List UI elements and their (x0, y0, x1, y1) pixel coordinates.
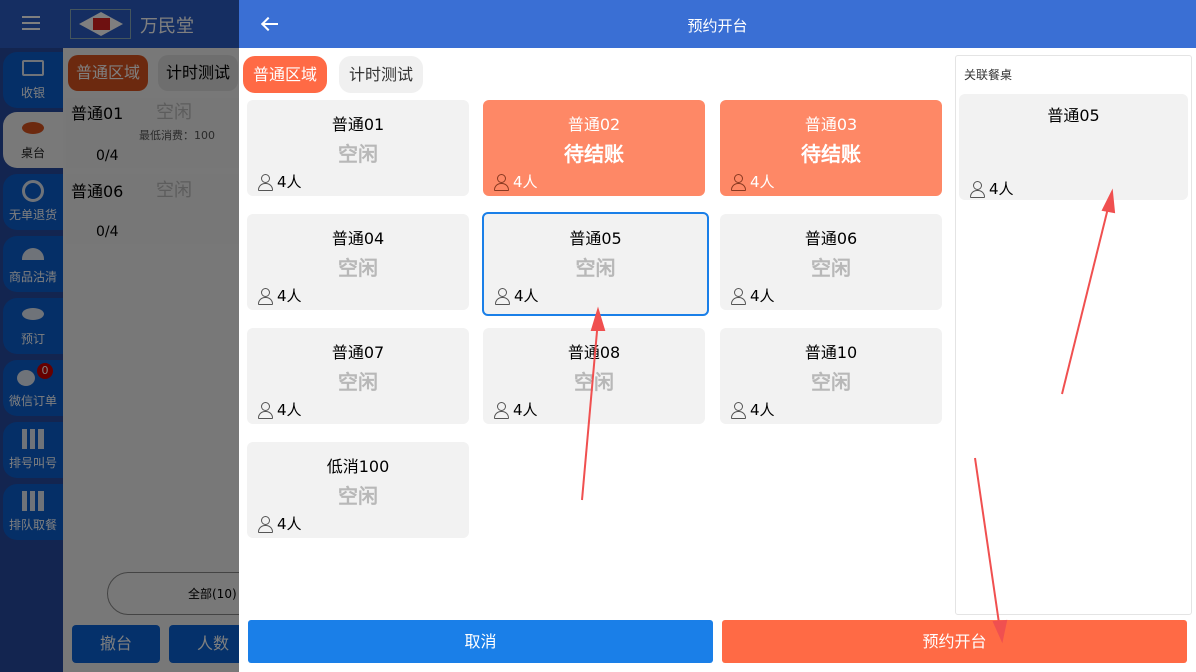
person-icon (493, 401, 509, 419)
linked-tables-panel: 关联餐桌 普通05 4人 (955, 55, 1192, 615)
person-icon (730, 401, 746, 419)
capacity: 4人 (494, 285, 539, 306)
dialog-title: 预约开台 (687, 17, 748, 35)
table-status: 空闲 (811, 370, 851, 394)
linked-tables-label: 关联餐桌 (964, 68, 1013, 82)
capacity-text: 4人 (750, 401, 775, 419)
table-name: 普通08 (567, 343, 621, 362)
capacity-text: 4人 (277, 287, 302, 305)
person-icon (730, 287, 746, 305)
cancel-button[interactable]: 取消 (248, 620, 713, 663)
table-status: 空闲 (338, 142, 378, 166)
capacity-text: 4人 (750, 287, 775, 305)
person-icon (730, 173, 746, 191)
reserve-open-dialog: 预约开台 普通区域 计时测试 普通01 空闲 4人普通02 待结账 4人普通03… (239, 0, 1196, 672)
table-status: 空闲 (338, 484, 378, 508)
table-card[interactable]: 普通06 空闲 4人 (720, 214, 942, 310)
capacity: 4人 (730, 285, 775, 306)
table-card[interactable]: 低消100 空闲 4人 (247, 442, 469, 538)
capacity-text: 4人 (514, 287, 539, 305)
table-card[interactable]: 普通10 空闲 4人 (720, 328, 942, 424)
capacity: 4人 (257, 171, 302, 192)
table-name: 普通07 (331, 343, 385, 362)
capacity-text: 4人 (277, 515, 302, 533)
table-status: 空闲 (575, 256, 616, 280)
tab-timed-test[interactable]: 计时测试 (339, 56, 424, 93)
capacity: 4人 (257, 399, 302, 420)
capacity: 4人 (493, 171, 538, 192)
person-icon (969, 180, 985, 198)
tab-normal-area[interactable]: 普通区域 (243, 56, 328, 93)
capacity-text: 4人 (277, 401, 302, 419)
back-arrow-icon[interactable] (261, 16, 279, 32)
table-status: 空闲 (338, 370, 378, 394)
table-name: 普通04 (331, 229, 385, 248)
person-icon (257, 173, 273, 191)
table-card[interactable]: 普通05 空闲 4人 (482, 212, 709, 316)
person-icon (493, 173, 509, 191)
table-card[interactable]: 普通03 待结账 4人 (720, 100, 942, 196)
linked-table-card[interactable]: 普通05 4人 (959, 94, 1188, 200)
table-status: 空闲 (574, 370, 614, 394)
table-name: 普通01 (331, 115, 385, 134)
capacity: 4人 (730, 399, 775, 420)
table-status: 空闲 (811, 256, 851, 280)
table-status: 待结账 (564, 142, 624, 166)
table-status: 待结账 (801, 142, 861, 166)
table-name: 普通05 (569, 229, 622, 248)
table-card[interactable]: 普通04 空闲 4人 (247, 214, 469, 310)
capacity: 4人 (257, 285, 302, 306)
table-status: 空闲 (338, 256, 378, 280)
table-card[interactable]: 普通08 空闲 4人 (483, 328, 705, 424)
capacity: 4人 (493, 399, 538, 420)
table-name: 普通05 (1047, 106, 1100, 125)
capacity-text: 4人 (513, 173, 538, 191)
capacity: 4人 (730, 171, 775, 192)
table-card[interactable]: 普通02 待结账 4人 (483, 100, 705, 196)
capacity: 4人 (969, 178, 1014, 199)
confirm-reserve-button[interactable]: 预约开台 (722, 620, 1187, 663)
capacity-text: 4人 (277, 173, 302, 191)
person-icon (257, 401, 273, 419)
table-name: 普通03 (804, 115, 858, 134)
person-icon (257, 515, 273, 533)
capacity-text: 4人 (989, 180, 1014, 198)
table-name: 低消100 (326, 457, 390, 476)
table-card[interactable]: 普通07 空闲 4人 (247, 328, 469, 424)
table-name: 普通06 (804, 229, 858, 248)
capacity-text: 4人 (513, 401, 538, 419)
table-name: 普通10 (804, 343, 858, 362)
capacity: 4人 (257, 513, 302, 534)
person-icon (257, 287, 273, 305)
table-card[interactable]: 普通01 空闲 4人 (247, 100, 469, 196)
table-name: 普通02 (567, 115, 621, 134)
dialog-header: 预约开台 (239, 0, 1196, 48)
person-icon (494, 287, 510, 305)
capacity-text: 4人 (750, 173, 775, 191)
